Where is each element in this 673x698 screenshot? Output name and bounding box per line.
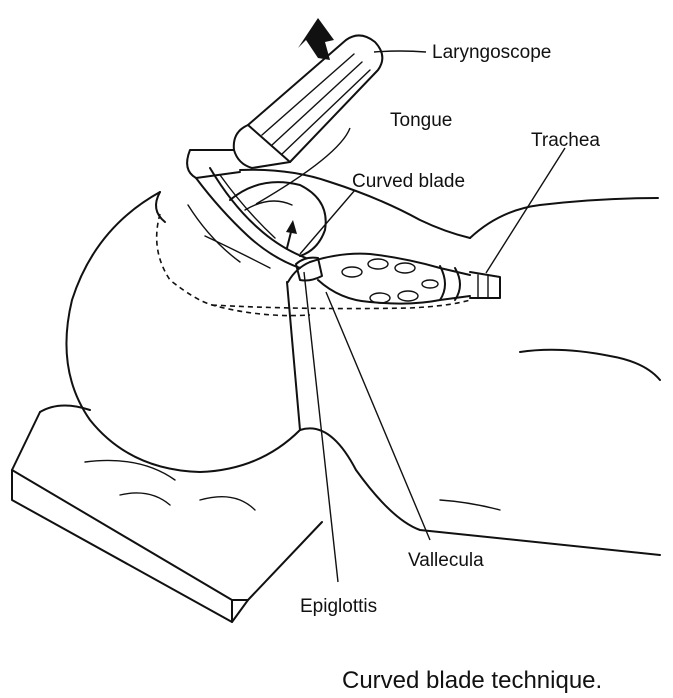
label-tongue: Tongue xyxy=(390,110,452,131)
label-epiglottis: Epiglottis xyxy=(300,596,377,617)
tip-arrow xyxy=(286,220,297,248)
tongue-shape xyxy=(230,182,326,256)
laryngoscope-instrument xyxy=(187,35,382,268)
label-vallecula: Vallecula xyxy=(408,550,484,571)
pillow xyxy=(12,405,322,622)
figure-caption: Curved blade technique. xyxy=(342,667,602,694)
label-trachea: Trachea xyxy=(531,130,600,151)
lift-arrow xyxy=(298,18,334,60)
patient-head xyxy=(66,192,470,472)
patient-body xyxy=(240,170,660,555)
airway xyxy=(288,254,500,304)
label-curved-blade: Curved blade xyxy=(352,171,465,192)
label-laryngoscope: Laryngoscope xyxy=(432,42,551,63)
